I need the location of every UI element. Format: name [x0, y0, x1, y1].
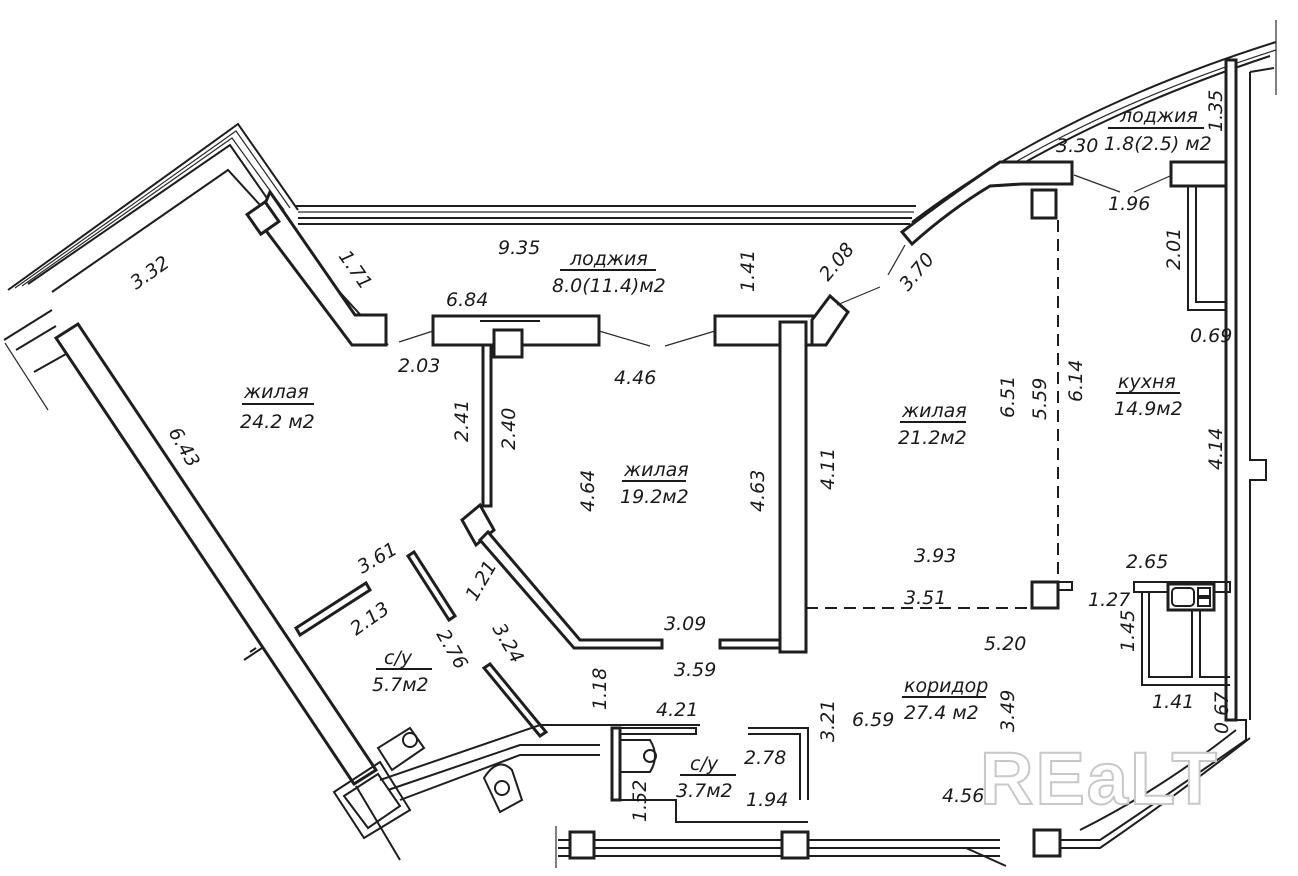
room-label-loggia-small: лоджия 1.8(2.5) м2	[1104, 105, 1212, 155]
room-area: 19.2м2	[620, 486, 689, 508]
dim-label: 2.01	[1163, 228, 1185, 270]
dim-label: 2.76	[432, 626, 472, 674]
dim-label: 2.08	[815, 239, 859, 286]
dim-label: 4.63	[747, 470, 769, 512]
dim-label: 9.35	[498, 237, 540, 259]
dim-label: 1.71	[334, 246, 376, 293]
dim-label: 2.40	[498, 408, 520, 450]
washbasin	[402, 732, 418, 748]
column	[1032, 828, 1062, 858]
room-name: жилая	[623, 459, 689, 481]
dim-label: 4.64	[577, 470, 599, 512]
dim-label: 4.56	[942, 785, 984, 807]
dim-label: 4.14	[1205, 428, 1227, 470]
room-area: 1.8(2.5) м2	[1104, 133, 1212, 155]
toilet	[643, 749, 657, 763]
right-facade	[1032, 20, 1277, 858]
room-name: кухня	[1118, 371, 1176, 393]
dim-label: 1.41	[737, 250, 759, 292]
column	[245, 199, 281, 237]
room-name: жилая	[243, 381, 309, 403]
room-label-living-right: жилая 21.2м2	[898, 400, 967, 449]
dim-label: 0.69	[1190, 325, 1232, 347]
room-area: 5.7м2	[372, 674, 429, 696]
dim-label: 3.49	[997, 690, 1019, 732]
column	[568, 830, 596, 860]
dim-label: 1.96	[1108, 193, 1150, 215]
room-label-living-middle: жилая 19.2м2	[620, 459, 689, 508]
dim-label: 2.78	[744, 747, 786, 769]
room-label-bathroom-small: с/у 3.7м2	[676, 753, 736, 802]
thick-wall	[778, 320, 808, 654]
dim-label: 1.94	[746, 789, 788, 811]
room-label-bathroom-left: с/у 5.7м2	[372, 647, 432, 696]
dim-label: 3.70	[895, 249, 939, 296]
dim-label: 1.27	[1088, 589, 1130, 611]
room-area: 21.2м2	[898, 427, 967, 449]
room-label-kitchen: кухня 14.9м2	[1114, 371, 1183, 420]
pier-kitchen	[1169, 160, 1233, 188]
bathroom-left-walls	[293, 549, 549, 772]
dim-label: 3.51	[904, 587, 946, 609]
dim-label: 1.52	[629, 780, 651, 822]
dim-label: 3.09	[664, 613, 706, 635]
room-area: 27.4 м2	[904, 702, 979, 724]
dim-label: 6.84	[446, 289, 488, 311]
room-area: 24.2 м2	[240, 411, 315, 433]
column	[492, 328, 524, 359]
room-name: лоджия	[1119, 105, 1198, 127]
room-area: 3.7м2	[676, 780, 733, 802]
curved-facade	[899, 41, 1277, 311]
watermark: REaLT	[980, 737, 1219, 820]
dim-label: 5.20	[984, 633, 1026, 655]
dimension-labels: 3.32 1.71 9.35 6.84 2.03 4.46 1.41 2.08 …	[126, 90, 1233, 822]
kitchen-columns	[1030, 580, 1073, 610]
dim-label: 3.24	[488, 620, 528, 668]
dim-label: 3.59	[674, 659, 716, 681]
dim-label: 4.46	[614, 367, 656, 389]
room-name: коридор	[904, 675, 988, 697]
dim-label: 1.21	[461, 557, 501, 605]
dim-label: 6.59	[852, 709, 894, 731]
dim-label: 1.41	[1152, 691, 1194, 713]
dim-label: 3.32	[126, 252, 173, 294]
dim-label: 6.51	[997, 376, 1019, 418]
room-name: с/у	[384, 647, 413, 669]
room-area: 14.9м2	[1114, 398, 1183, 420]
bottom-walls	[379, 724, 1007, 868]
left-room-walls	[3, 122, 412, 861]
room-name: жилая	[901, 400, 967, 422]
dim-label: 2.03	[398, 355, 440, 377]
room-label-loggia-main: лоджия 8.0(11.4)м2	[552, 248, 666, 297]
room-area: 8.0(11.4)м2	[552, 275, 666, 297]
dim-label: 2.65	[1126, 551, 1168, 573]
column	[1030, 188, 1058, 220]
loggia-facade	[296, 205, 916, 225]
dim-label: 1.45	[1117, 610, 1139, 652]
toilet	[494, 780, 510, 796]
dim-label: 2.13	[346, 598, 393, 640]
dim-label: 3.30	[1056, 135, 1098, 157]
dim-label: 3.93	[914, 545, 956, 567]
room-name: лоджия	[569, 248, 648, 270]
room-label-corridor: коридор 27.4 м2	[902, 675, 988, 724]
dim-label: 4.11	[817, 448, 839, 490]
dim-label: 4.21	[656, 699, 698, 721]
room-label-living-left: жилая 24.2 м2	[240, 381, 315, 433]
column	[780, 830, 810, 860]
middle-room-walls	[460, 320, 808, 654]
dim-label: 0.67	[1211, 692, 1233, 734]
dim-label: 1.35	[1205, 90, 1227, 132]
dim-label: 3.61	[354, 538, 402, 578]
kitchen-unit	[1133, 581, 1231, 686]
dim-label: 1.18	[589, 668, 611, 710]
room-name: с/у	[690, 753, 719, 775]
dim-label: 5.59	[1029, 378, 1051, 420]
dim-label: 3.21	[817, 700, 839, 742]
dim-label: 6.14	[1065, 360, 1087, 402]
dim-label: 2.41	[451, 400, 473, 442]
